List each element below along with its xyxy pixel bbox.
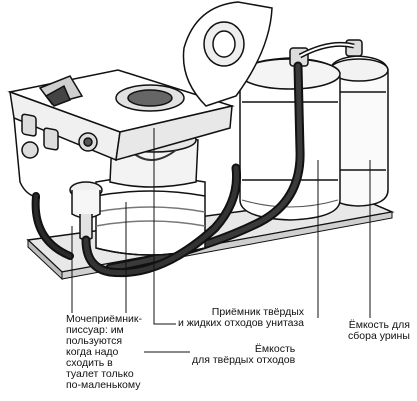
urinal-receiver bbox=[69, 181, 103, 241]
solid-waste-tank bbox=[95, 176, 206, 256]
urine-tank-front bbox=[239, 57, 341, 221]
toilet-body bbox=[7, 69, 235, 199]
label-urinal: Мочеприёмник- писсуар: им пользуются ког… bbox=[64, 313, 144, 392]
urine-tank-back bbox=[329, 55, 389, 207]
label-solid-waste-tank: Ёмкость для твёрдых отходов bbox=[190, 343, 298, 367]
toilet-lid bbox=[182, 1, 273, 107]
label-urine-tank: Ёмкость для сбора урины bbox=[346, 319, 412, 343]
label-waste-receiver: Приёмник твёрдых и жидких отходов унитаз… bbox=[176, 306, 307, 330]
